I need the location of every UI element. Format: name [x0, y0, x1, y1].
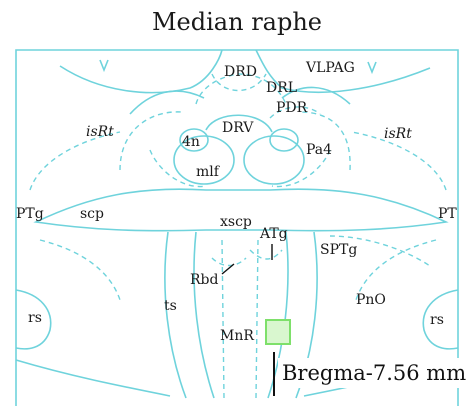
frame-outline [15, 49, 459, 406]
label-ptg-right: PT [438, 206, 457, 222]
label-atg: ATg [259, 226, 288, 242]
scp-band [33, 188, 449, 232]
label-4n: 4n [182, 134, 200, 150]
mlf-right-shape [243, 135, 305, 185]
pno-right-dashed [355, 239, 437, 301]
figure-title: Median raphe [151, 8, 322, 36]
sptg-dashed [329, 235, 431, 267]
label-isrt-left: isRt [86, 124, 114, 140]
rs-left-shape [15, 289, 52, 350]
top-mark-right [367, 61, 377, 75]
mlf-left-dashed [149, 149, 207, 188]
mlf-left-shape [173, 135, 235, 185]
label-pno: PnO [356, 292, 386, 308]
label-sptg: SPTg [320, 242, 357, 258]
bregma-backing [278, 358, 464, 388]
ts-left-outer [164, 231, 187, 399]
label-rs-left: rs [28, 310, 42, 326]
drv-outline [205, 114, 273, 133]
label-mnr: MnR [220, 328, 254, 344]
left-ventricle-curve [129, 90, 205, 115]
rbd-pointer [221, 263, 235, 275]
4n-right-shape [269, 128, 299, 152]
atg-dashed [249, 249, 283, 260]
label-ptg-left: PTg [16, 206, 44, 222]
label-pa4: Pa4 [306, 142, 332, 158]
isrt-left-dashed [119, 111, 183, 171]
label-isrt-right: isRt [384, 126, 412, 142]
label-drl: DRL [266, 80, 297, 96]
mlf-right-dashed [271, 149, 331, 188]
label-ts: ts [164, 298, 177, 314]
dr-dashed [195, 73, 287, 105]
label-mlf: mlf [196, 164, 221, 180]
mnr-marker [265, 319, 291, 345]
label-pdr: PDR [276, 100, 308, 116]
label-vlpag: VLPAG [305, 60, 355, 76]
4n-left-shape [179, 128, 209, 152]
top-mark-left [99, 59, 109, 73]
label-xscp: xscp [220, 214, 252, 230]
right-ventricle-curve [281, 86, 351, 105]
label-drd: DRD [224, 64, 257, 80]
rbd-dashed [211, 257, 247, 267]
rs-right-shape [422, 289, 459, 350]
lateral-left-dashed [29, 131, 121, 191]
label-drv: DRV [222, 120, 254, 136]
ts-left-inner [193, 231, 215, 399]
median-dashed-right [255, 239, 259, 399]
label-scp: scp [80, 206, 104, 222]
pdr-dashed [269, 106, 321, 119]
isrt-right-dashed [299, 111, 351, 171]
pno-left-dashed [39, 239, 121, 301]
ventral-left-curve [15, 359, 171, 397]
label-rbd: Rbd [190, 272, 219, 288]
dorsal-outline [59, 49, 223, 94]
lateral-right-dashed [351, 131, 447, 191]
median-dashed-left [221, 239, 225, 399]
bregma-label: Bregma-7.56 mm [282, 361, 466, 385]
label-rs-right: rs [430, 312, 444, 328]
